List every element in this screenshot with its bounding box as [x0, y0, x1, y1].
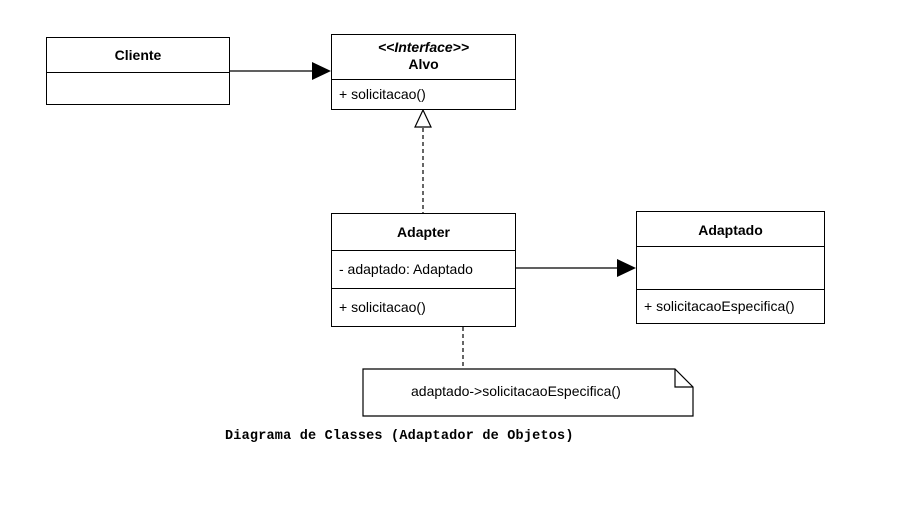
class-adapter[interactable]: Adapter - adaptado: Adaptado + solicitac… [331, 213, 516, 327]
diagram-caption: Diagrama de Classes (Adaptador de Objeto… [225, 429, 574, 444]
attribute: - adaptado: Adaptado [339, 261, 473, 277]
association-arrowhead-cliente-alvo [312, 62, 331, 80]
method: + solicitacao() [339, 299, 426, 315]
class-methods: + solicitacaoEspecifica() [637, 289, 824, 323]
note-text: adaptado->solicitacaoEspecifica() [411, 383, 621, 399]
class-body [47, 72, 229, 104]
note-shape [362, 368, 694, 417]
class-name: Cliente [114, 47, 162, 63]
class-header: <<Interface>> Alvo [332, 35, 515, 79]
class-attributes: - adaptado: Adaptado [332, 250, 515, 288]
method: + solicitacaoEspecifica() [644, 298, 795, 314]
class-methods: + solicitacao() [332, 288, 515, 326]
class-name: Adaptado [698, 222, 763, 238]
class-stereotype: <<Interface>> [377, 39, 470, 55]
class-name: Adapter [397, 224, 450, 240]
method: + solicitacao() [339, 86, 426, 102]
association-arrowhead-adapter-adaptado [617, 259, 636, 277]
class-name: Alvo [408, 56, 439, 72]
realization-arrowhead [414, 108, 432, 128]
note-fold [674, 369, 693, 388]
class-attributes [637, 246, 824, 289]
class-methods: + solicitacao() [332, 79, 515, 109]
class-cliente[interactable]: Cliente [46, 37, 230, 105]
class-adaptado[interactable]: Adaptado + solicitacaoEspecifica() [636, 211, 825, 324]
class-alvo[interactable]: <<Interface>> Alvo + solicitacao() [331, 34, 516, 110]
